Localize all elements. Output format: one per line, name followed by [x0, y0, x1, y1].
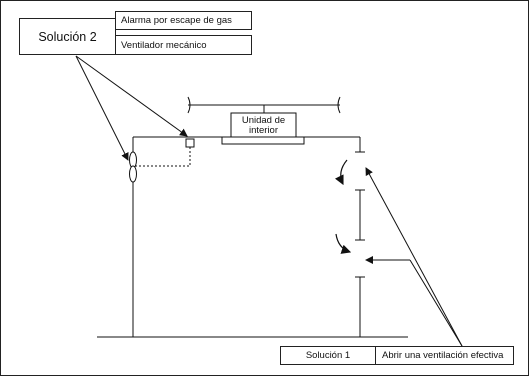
solution2-title-cell: Solución 2 [19, 18, 116, 55]
indoor-unit-label-line2: interior [249, 125, 278, 136]
leader-to-sensor [75, 55, 188, 137]
solution2-item-gas-alarm-cell: Alarma por escape de gas [115, 11, 252, 30]
solution2-item-fan-cell: Ventilador mecánico [115, 35, 252, 55]
solution1-title-cell: Solución 1 [280, 346, 376, 365]
air-flow-arrow-lower [335, 233, 352, 254]
air-inflow-arrow-upper [334, 159, 348, 186]
leader-to-fan [75, 55, 129, 161]
leader-to-upper-opening [365, 167, 463, 347]
indoor-unit-box [230, 112, 297, 138]
gas-alarm-label: Alarma por escape de gas [121, 15, 232, 26]
indoor-unit-label-line1: Unidad de [242, 115, 285, 126]
gas-alarm-sensor-icon [185, 138, 195, 148]
leader-junction [409, 259, 463, 347]
mechanical-fan-icon [129, 151, 137, 183]
solution1-title: Solución 1 [305, 350, 351, 361]
mechanical-fan-label: Ventilador mecánico [121, 39, 207, 51]
brace-right-end [337, 96, 341, 114]
solution2-title: Solución 2 [38, 29, 97, 44]
sensor-fan-wire [134, 147, 191, 167]
solution1-description-cell: Abrir una ventilación efectiva [375, 346, 514, 365]
indoor-unit-plate [221, 136, 305, 145]
solution1-description: Abrir una ventilación efectiva [382, 350, 504, 361]
